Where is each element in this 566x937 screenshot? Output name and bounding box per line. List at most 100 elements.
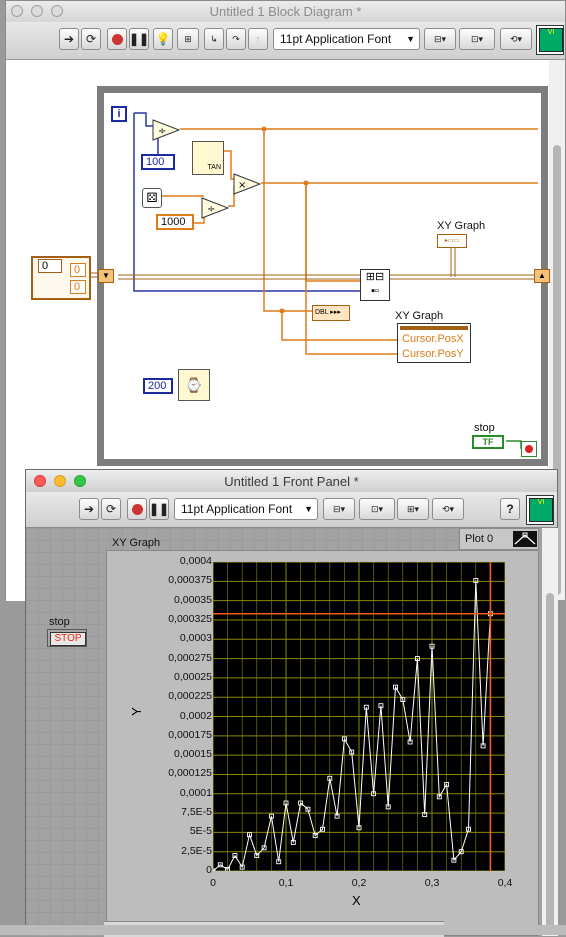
step-out-icon[interactable]: ↑ xyxy=(248,28,268,50)
data-point xyxy=(385,804,391,810)
array-index[interactable]: 0 xyxy=(38,259,62,273)
data-point xyxy=(480,743,486,749)
step-over-icon[interactable]: ↷ xyxy=(226,28,246,50)
constant-1000[interactable]: 1000 xyxy=(156,214,194,230)
chevron-down-icon: ▼ xyxy=(406,34,415,44)
data-point xyxy=(473,578,479,583)
data-point xyxy=(458,849,464,855)
vertical-scrollbar[interactable] xyxy=(549,60,565,600)
data-point xyxy=(320,826,325,832)
font-select[interactable]: 11pt Application Font▼ xyxy=(174,498,318,520)
block-diagram-toolbar: ➔ ⟳ ❚❚ 💡 ⊞ ↳ ↷ ↑ 11pt Application Font▼ … xyxy=(6,22,565,60)
abort-button[interactable] xyxy=(107,28,127,50)
data-point xyxy=(436,794,442,800)
resize-objects-button[interactable]: ⊞▾ xyxy=(397,498,429,520)
build-array-node[interactable]: ⊞⊟▪▫ xyxy=(360,269,390,301)
x-tick-label: 0,3 xyxy=(424,877,440,889)
xy-graph-terminal[interactable]: ▸▭▭ xyxy=(437,234,467,248)
align-objects-button[interactable]: ⊟▾ xyxy=(424,28,456,50)
svg-text:÷: ÷ xyxy=(207,204,215,215)
array-element-1: 0 xyxy=(70,263,86,277)
property-cursor-posy[interactable]: Cursor.PosY xyxy=(402,348,464,360)
data-point xyxy=(247,832,252,838)
zoom-button[interactable] xyxy=(51,5,63,17)
xy-graph-label: XY Graph xyxy=(437,220,486,232)
data-point xyxy=(254,853,260,858)
minimize-button[interactable] xyxy=(54,475,66,487)
run-continuously-button[interactable]: ⟳ xyxy=(81,28,101,50)
x-tick-label: 0,1 xyxy=(278,877,294,889)
data-point xyxy=(378,703,384,709)
stop-button-label: stop xyxy=(49,616,70,628)
plot-legend[interactable]: Plot 0 xyxy=(459,528,539,550)
front-panel-scrollbar[interactable] xyxy=(542,528,558,936)
shift-register-left[interactable]: ▼ xyxy=(98,269,114,283)
divide-node[interactable]: ÷ xyxy=(152,119,180,141)
tan-function[interactable]: TAN xyxy=(192,141,224,175)
abort-button[interactable] xyxy=(127,498,147,520)
plot-area[interactable] xyxy=(213,562,505,871)
data-point xyxy=(283,800,289,806)
y-tick-label: 0,00025 xyxy=(174,670,212,683)
data-point xyxy=(268,813,274,819)
svg-text:÷: ÷ xyxy=(158,126,166,137)
property-cursor-posx[interactable]: Cursor.PosX xyxy=(402,333,464,345)
data-point xyxy=(239,864,245,870)
front-panel-window: Untitled 1 Front Panel * ➔ ⟳ ❚❚ 11pt App… xyxy=(25,469,558,937)
highlight-execution-icon[interactable]: 💡 xyxy=(153,28,173,50)
align-objects-button[interactable]: ⊟▾ xyxy=(323,498,355,520)
run-arrow-button[interactable]: ➔ xyxy=(79,498,99,520)
constant-200[interactable]: 200 xyxy=(143,378,173,394)
close-button[interactable] xyxy=(34,475,46,487)
run-arrow-button[interactable]: ➔ xyxy=(59,28,79,50)
data-point xyxy=(349,749,355,755)
reorder-button[interactable]: ⟲▾ xyxy=(500,28,532,50)
divide-node-2[interactable]: ÷ xyxy=(201,197,229,219)
vi-icon[interactable]: VI xyxy=(536,25,564,55)
data-point xyxy=(312,833,318,838)
pause-button[interactable]: ❚❚ xyxy=(149,498,169,520)
loop-condition-stop-icon[interactable] xyxy=(521,441,537,457)
data-point xyxy=(276,859,282,865)
distribute-objects-button[interactable]: ⊡▾ xyxy=(459,28,495,50)
wiring-svg xyxy=(68,112,538,449)
pause-button[interactable]: ❚❚ xyxy=(129,28,149,50)
reorder-button[interactable]: ⟲▾ xyxy=(432,498,464,520)
zoom-button[interactable] xyxy=(74,475,86,487)
run-continuously-button[interactable]: ⟳ xyxy=(101,498,121,520)
chevron-down-icon: ▼ xyxy=(304,504,313,514)
shift-register-right[interactable]: ▲ xyxy=(534,269,550,283)
minimize-button[interactable] xyxy=(31,5,43,17)
y-tick-label: 0,000175 xyxy=(168,728,212,741)
constant-100[interactable]: 100 xyxy=(141,154,175,170)
font-select[interactable]: 11pt Application Font▼ xyxy=(273,28,420,50)
x-tick-label: 0,2 xyxy=(351,877,367,889)
multiply-node[interactable]: × xyxy=(233,173,261,195)
stop-button[interactable]: STOP xyxy=(47,629,87,647)
close-button[interactable] xyxy=(11,5,23,17)
property-node-label: XY Graph xyxy=(395,310,444,322)
data-point xyxy=(225,867,231,871)
distribute-objects-button[interactable]: ⊡▾ xyxy=(359,498,395,520)
stop-terminal[interactable]: TF xyxy=(472,435,504,449)
vi-icon[interactable]: VI xyxy=(526,495,554,525)
stop-button-text: STOP xyxy=(50,632,86,646)
step-into-icon[interactable]: ↳ xyxy=(204,28,224,50)
data-point xyxy=(429,643,435,649)
data-point xyxy=(305,806,311,812)
y-tick-label: 0,00035 xyxy=(174,593,212,606)
data-point xyxy=(393,684,398,690)
y-tick-label: 0,0001 xyxy=(179,786,212,799)
front-panel-titlebar[interactable]: Untitled 1 Front Panel * xyxy=(26,470,557,493)
property-node[interactable]: Cursor.PosX Cursor.PosY xyxy=(397,323,471,363)
bundle-node[interactable]: DBL ▸▸▸ xyxy=(312,305,350,321)
x-tick-label: 0,4 xyxy=(497,877,513,889)
random-number-icon[interactable]: ⚄ xyxy=(142,188,162,208)
y-tick-label: 0 xyxy=(206,864,212,876)
help-button[interactable]: ? xyxy=(500,498,520,520)
retain-wire-values-icon[interactable]: ⊞ xyxy=(177,28,199,50)
plot-legend-label: Plot 0 xyxy=(465,533,494,545)
y-tick-label: 0,000225 xyxy=(168,690,212,703)
loop-iteration-terminal[interactable]: i xyxy=(111,106,127,122)
wait-ms-icon[interactable]: ⌚ xyxy=(178,369,210,401)
